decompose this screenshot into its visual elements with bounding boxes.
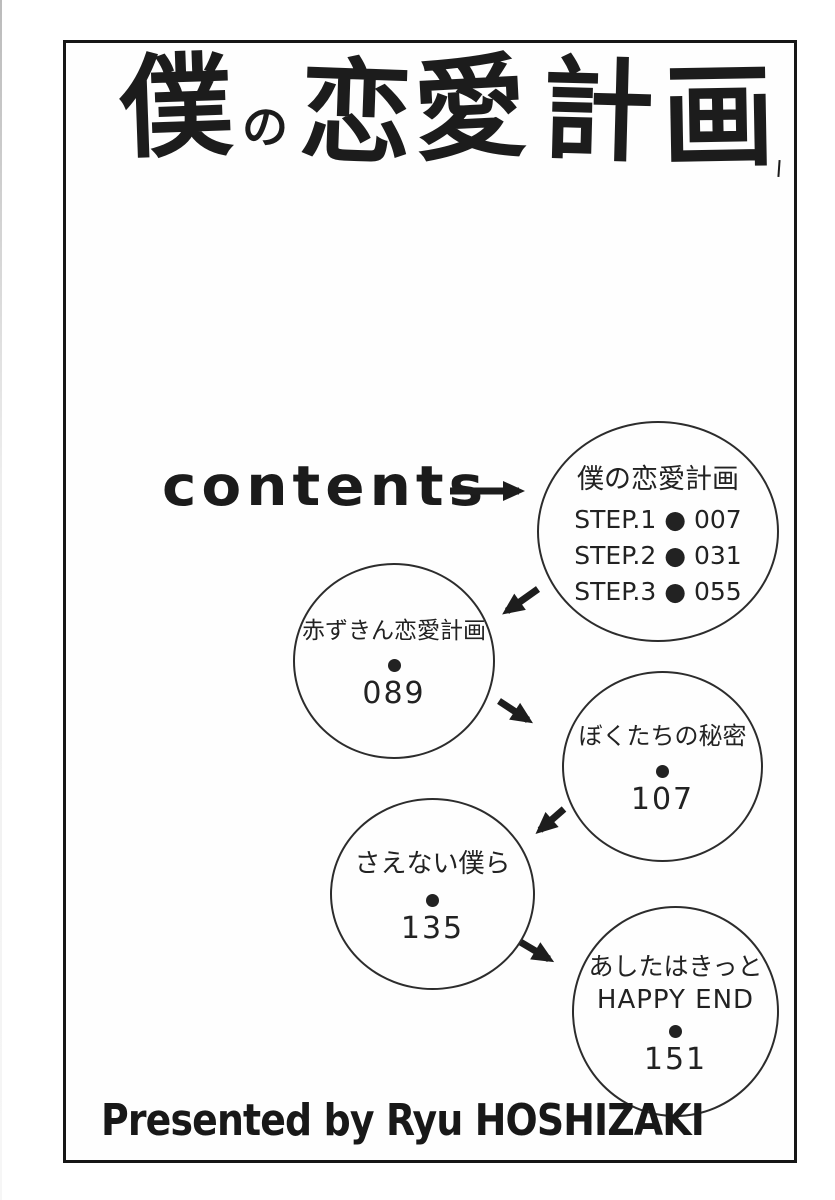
toc-node-bokutachi: ぼくたちの秘密 107 <box>562 671 763 862</box>
toc-node-happy-end: あしたはきっと HAPPY END 151 <box>572 906 779 1117</box>
title-char-kei: 計 <box>540 45 656 179</box>
title-char-kaku: 画 <box>661 52 776 184</box>
scan-edge-artifact <box>0 0 2 1200</box>
title-char-no: の <box>240 98 290 156</box>
title-char-ai: 愛 <box>410 42 530 178</box>
bullet-dot <box>387 659 401 672</box>
chapter-step-3: STEP.3 ● 055 <box>574 577 742 606</box>
title-char-ren: 恋 <box>297 47 415 181</box>
chapter-step-1: STEP.1 ● 007 <box>574 505 742 534</box>
chapter-page-number: 135 <box>400 910 465 946</box>
chapter-page-number: 107 <box>630 782 695 817</box>
chapter-page-number: 151 <box>643 1041 708 1077</box>
contents-heading: contents <box>162 453 489 519</box>
title-char-boku: 僕 <box>117 41 235 175</box>
chapter-title: ぼくたちの秘密 <box>578 722 747 750</box>
chapter-title: あしたはきっと <box>588 951 763 981</box>
bullet-dot <box>669 1024 682 1038</box>
bullet-dot <box>426 893 439 907</box>
chapter-title: さえない僕ら <box>354 848 511 879</box>
toc-node-main-story: 僕の恋愛計画 STEP.1 ● 007 STEP.2 ● 031 STEP.3 … <box>537 421 779 642</box>
toc-node-saenai: さえない僕ら 135 <box>330 798 535 990</box>
bullet-dot <box>656 765 669 778</box>
chapter-title-line2: HAPPY END <box>596 984 755 1015</box>
chapter-title: 僕の恋愛計画 <box>577 464 739 495</box>
chapter-step-2: STEP.2 ● 031 <box>574 541 742 570</box>
toc-node-akazukin: 赤ずきん恋愛計画 089 <box>293 563 495 759</box>
chapter-title: 赤ずきん恋愛計画 <box>302 618 486 644</box>
chapter-page-number: 089 <box>362 676 426 711</box>
manga-title: 僕 の 恋 愛 計 画 <box>117 41 781 184</box>
credit-line: Presented by Ryu HOSHIZAKI <box>101 1095 705 1146</box>
